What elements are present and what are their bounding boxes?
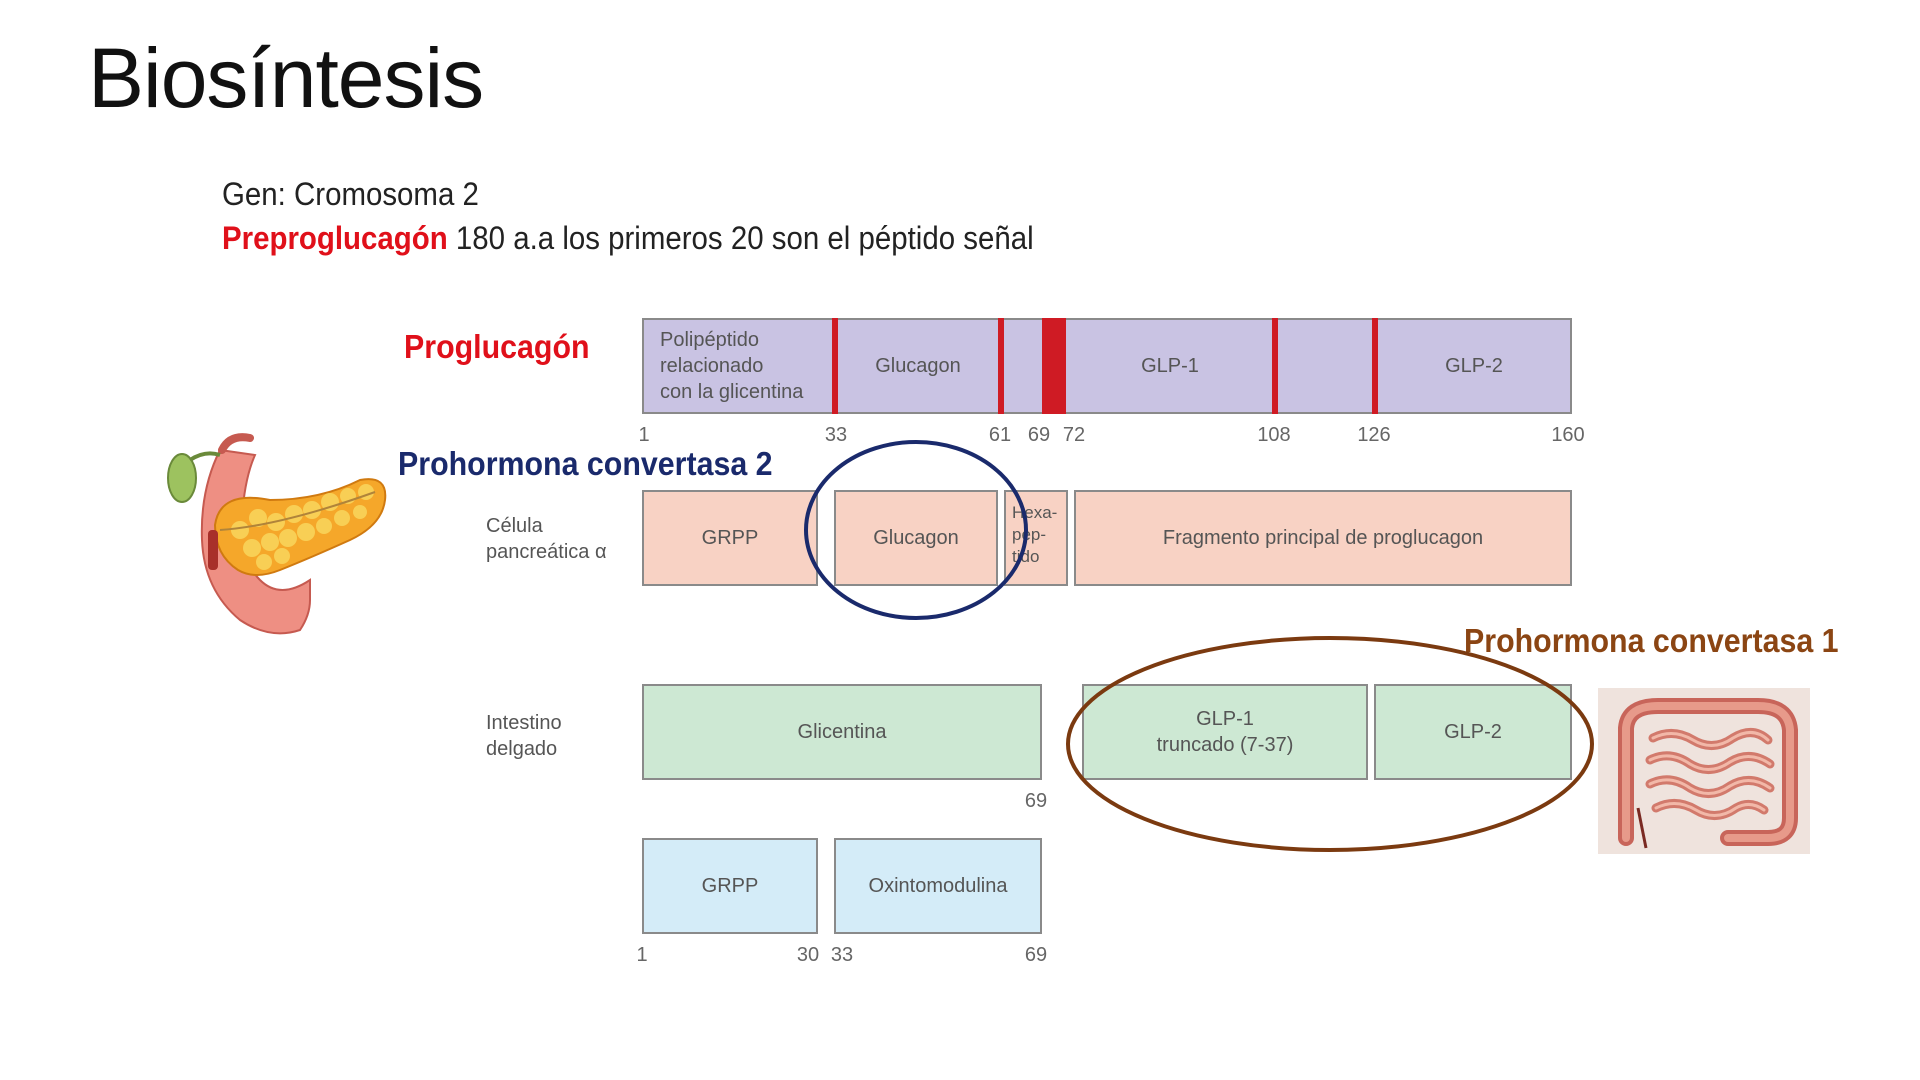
pc2-label: Prohormona convertasa 2	[398, 445, 773, 482]
gene-line: Gen: Cromosoma 2	[222, 176, 479, 212]
cleavage-site-69-72	[1042, 318, 1066, 414]
position-label: 72	[1062, 424, 1086, 446]
segment-major-proglucagon-fragment: Fragmento principal de proglucagon	[1074, 490, 1572, 586]
proglucagon-bar	[642, 318, 1572, 414]
segment-grpp-intestine: GRPP	[642, 838, 818, 934]
segment-glp1-truncated: GLP-1 truncado (7-37)	[1082, 684, 1368, 780]
segment-grpp: GRPP	[642, 490, 818, 586]
cleavage-site-126	[1372, 318, 1378, 414]
intestine-illustration-icon	[1598, 688, 1810, 854]
position-label: 126	[1357, 424, 1391, 446]
preproglucagon-term: Preproglucagón	[222, 220, 448, 256]
cleavage-site-108	[1272, 318, 1278, 414]
position-label: 160	[1551, 424, 1585, 446]
position-label: 33	[824, 424, 848, 446]
slide-title: Biosíntesis	[88, 31, 484, 125]
position-label: 30	[796, 944, 820, 966]
preproglucagon-description: 180 a.a los primeros 20 son el péptido s…	[447, 220, 1034, 256]
alpha-cell-label: Célula pancreática α	[486, 515, 607, 563]
segment-glp2-intestine: GLP-2	[1374, 684, 1572, 780]
position-label: 69	[1024, 790, 1048, 812]
position-label: 61	[988, 424, 1012, 446]
pc1-label: Prohormona convertasa 1	[1464, 622, 1839, 659]
segment-glp1: GLP-1	[1141, 355, 1199, 377]
proglucagon-label: Proglucagón	[404, 328, 590, 365]
segment-glucagon: Glucagon	[875, 355, 961, 377]
position-label: 69	[1024, 944, 1048, 966]
position-label: 69	[1027, 424, 1051, 446]
segment-glucagon-alpha: Glucagon	[834, 490, 998, 586]
cleavage-site-33	[832, 318, 838, 414]
segment-glicentin-related-polypeptide: Polipéptido relacionado con la glicentin…	[660, 329, 804, 403]
position-label: 108	[1257, 424, 1291, 446]
segment-glp2: GLP-2	[1445, 355, 1503, 377]
position-label: 33	[830, 944, 854, 966]
preproglucagon-line: Preproglucagón 180 a.a los primeros 20 s…	[222, 220, 1034, 257]
pancreas-illustration-icon	[167, 433, 387, 635]
cleavage-site-61	[998, 318, 1004, 414]
segment-hexapeptide: Hexa- pep- tido	[1004, 490, 1068, 586]
position-label: 1	[638, 424, 650, 446]
intestine-label: Intestino delgado	[486, 712, 562, 760]
segment-glicentin: Glicentina	[642, 684, 1042, 780]
position-label: 1	[636, 944, 648, 966]
segment-oxyntomodulin: Oxintomodulina	[834, 838, 1042, 934]
